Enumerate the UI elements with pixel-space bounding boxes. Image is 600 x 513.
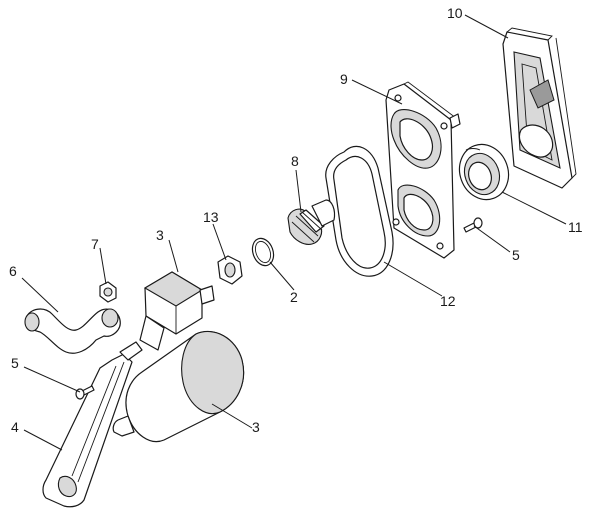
callout-11: 11 xyxy=(568,219,583,235)
part-11-seal-ring xyxy=(458,143,510,201)
callout-7: 7 xyxy=(91,236,99,252)
callout-4: 4 xyxy=(11,419,19,435)
callout-labels: 10 9 8 13 3 7 6 2 12 11 5 5 4 3 xyxy=(9,5,583,435)
part-7-small-nut xyxy=(99,281,117,303)
callout-8: 8 xyxy=(291,153,299,169)
callout-10: 10 xyxy=(447,5,463,21)
callout-2: 2 xyxy=(290,289,298,305)
part-9-mounting-plate xyxy=(385,81,461,259)
part-4-bracket xyxy=(42,341,143,508)
callout-13: 13 xyxy=(203,209,219,225)
callout-9: 9 xyxy=(340,71,348,87)
part-12-oval-gasket xyxy=(325,145,394,277)
callout-5-right: 5 xyxy=(512,247,520,263)
leader-lines xyxy=(21,14,567,451)
callout-6: 6 xyxy=(9,263,17,279)
part-2-o-ring xyxy=(251,237,275,267)
part-3-valve-block xyxy=(139,271,215,351)
callout-3-cylinder: 3 xyxy=(252,419,260,435)
callout-12: 12 xyxy=(440,293,456,309)
part-3-cylinder-coil xyxy=(112,330,245,443)
part-8-threaded-nozzle xyxy=(287,199,336,245)
callout-5-left: 5 xyxy=(11,355,19,371)
part-5-screw-right xyxy=(463,217,483,233)
callout-3-valve: 3 xyxy=(156,227,164,243)
part-10-rear-frame xyxy=(502,27,577,189)
part-13-nut xyxy=(217,255,243,285)
part-6-hose xyxy=(24,308,121,354)
